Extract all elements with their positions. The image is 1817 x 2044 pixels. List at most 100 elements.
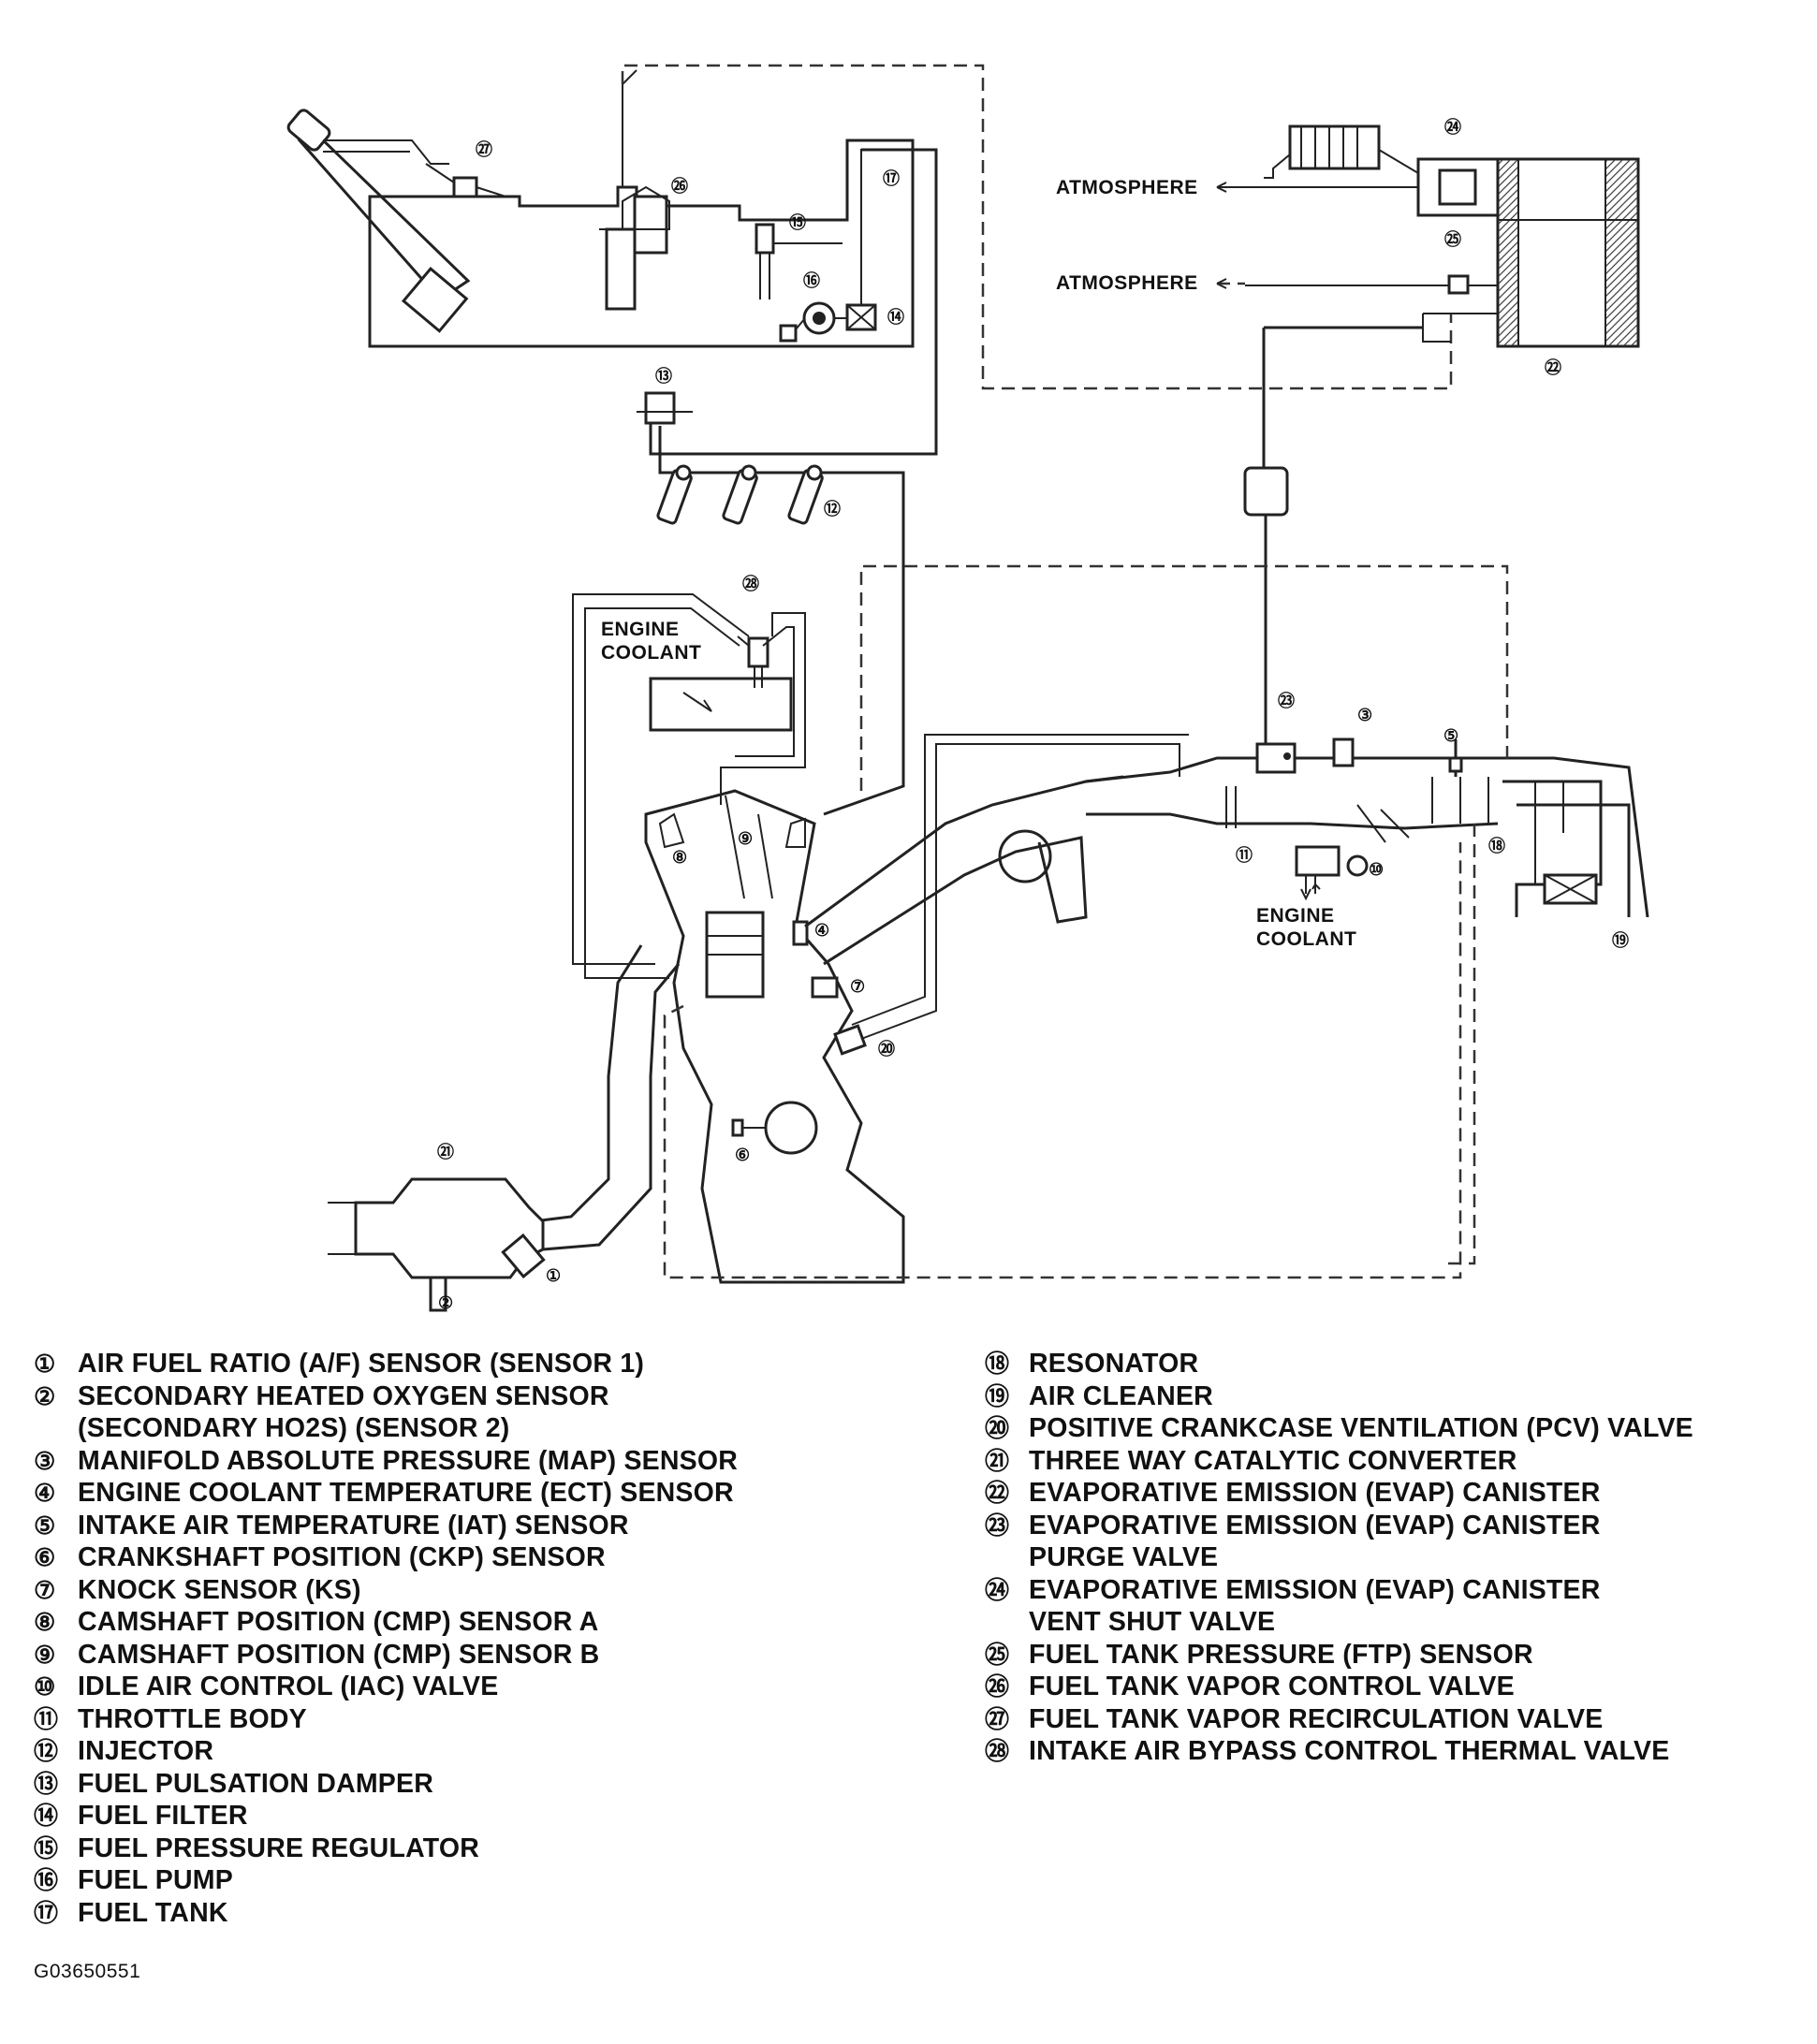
legend-number: ㉕ xyxy=(985,1640,1010,1669)
pcv-valve xyxy=(833,1024,867,1056)
legend-number: ① xyxy=(34,1350,56,1378)
callout-17: ⑰ xyxy=(883,168,900,188)
callout-27: ㉗ xyxy=(476,139,492,159)
legend-item: ⑦ KNOCK SENSOR (KS) xyxy=(34,1574,951,1607)
legend-text: THROTTLE BODY xyxy=(78,1703,307,1734)
fuel-pump xyxy=(779,301,836,343)
fuel-pulsation-damper xyxy=(637,391,693,425)
exhaust-pipe xyxy=(533,944,681,1251)
callout-2: ② xyxy=(438,1293,453,1312)
air-cleaner xyxy=(1543,873,1598,905)
legend-number: ⑲ xyxy=(985,1381,1010,1410)
legend-number: ⑩ xyxy=(34,1672,56,1701)
callout-16: ⑯ xyxy=(803,270,820,290)
evap-canister-purge-valve xyxy=(1255,742,1297,774)
engine-coolant-label: ENGINE xyxy=(1256,905,1335,927)
legend-number: ⑮ xyxy=(34,1833,59,1862)
three-way-catalytic-converter xyxy=(328,1177,545,1279)
intake-manifold xyxy=(804,756,1649,966)
legend-text: ENGINE COOLANT TEMPERATURE (ECT) SENSOR xyxy=(78,1478,734,1508)
legend-text: AIR FUEL RATIO (A/F) SENSOR (SENSOR 1) xyxy=(78,1349,645,1379)
callout-24: ㉔ xyxy=(1444,117,1461,137)
evap-canister xyxy=(1496,157,1640,348)
callout-19: ⑲ xyxy=(1612,930,1629,950)
legend-number: ⑦ xyxy=(34,1575,56,1604)
legend-number: ㉓ xyxy=(985,1511,1010,1540)
engine-coolant-label: ENGINE xyxy=(601,619,680,640)
legend-number: ③ xyxy=(34,1446,56,1475)
legend-number: ⑰ xyxy=(34,1898,59,1927)
callout-25: ㉕ xyxy=(1444,229,1461,249)
throttle-body xyxy=(1225,777,1489,843)
callout-3: ③ xyxy=(1357,706,1372,724)
legend-text: IDLE AIR CONTROL (IAC) VALVE xyxy=(78,1672,499,1701)
callout-5: ⑤ xyxy=(1443,726,1458,745)
legend-item: ⑳ POSITIVE CRANKCASE VENTILATION (PCV) VA… xyxy=(985,1412,1809,1445)
callout-26: ㉖ xyxy=(671,176,688,196)
legend-item: ⑯ FUEL PUMP xyxy=(34,1864,951,1897)
callout-11: ⑪ xyxy=(1236,845,1253,865)
engine-block xyxy=(644,789,905,1284)
legend-text: SECONDARY HEATED OXYGEN SENSOR (SECONDAR… xyxy=(78,1380,609,1444)
coolant-pipe xyxy=(649,677,793,732)
legend-number: ⑱ xyxy=(985,1350,1010,1378)
legend-text: FUEL TANK VAPOR RECIRCULATION VALVE xyxy=(1029,1703,1604,1734)
legend-text: CAMSHAFT POSITION (CMP) SENSOR B xyxy=(78,1639,600,1670)
callout-28: ㉘ xyxy=(742,574,759,593)
legend-item: ⑲ AIR CLEANER xyxy=(985,1380,1809,1413)
fuel-feed-line xyxy=(649,148,938,456)
fuel-pressure-regulator xyxy=(755,223,843,299)
callout-7: ⑦ xyxy=(850,977,865,996)
legend-text: AIR CLEANER xyxy=(1029,1380,1213,1411)
legend-text: INTAKE AIR BYPASS CONTROL THERMAL VALVE xyxy=(1029,1736,1670,1766)
legend-text: FUEL PUMP xyxy=(78,1865,233,1895)
legend-number: ⑫ xyxy=(34,1737,59,1765)
secondary-ho2s xyxy=(429,1276,447,1312)
purge-line xyxy=(1243,466,1289,744)
legend-item: ⑫ INJECTOR xyxy=(34,1735,951,1768)
legend-text: INTAKE AIR TEMPERATURE (IAT) SENSOR xyxy=(78,1510,629,1540)
legend-text: EVAPORATIVE EMISSION (EVAP) CANISTER xyxy=(1029,1478,1601,1508)
callout-9: ⑨ xyxy=(738,829,753,848)
callout-6: ⑥ xyxy=(735,1146,750,1164)
legend-number: ⑨ xyxy=(34,1640,56,1669)
canister-purge-outlet xyxy=(1262,313,1498,468)
legend-text: THREE WAY CATALYTIC CONVERTER xyxy=(1029,1445,1517,1476)
injectors xyxy=(656,464,824,525)
legend-text: INJECTOR xyxy=(78,1736,214,1766)
breather-hose xyxy=(851,734,1189,1040)
air-intake-line xyxy=(859,564,1509,791)
legend-text: POSITIVE CRANKCASE VENTILATION (PCV) VAL… xyxy=(1029,1413,1693,1443)
legend-number: ⑭ xyxy=(34,1802,59,1830)
legend-text: KNOCK SENSOR (KS) xyxy=(78,1574,361,1605)
legend-text: CRANKSHAFT POSITION (CKP) SENSOR xyxy=(78,1542,606,1572)
fuel-tank-vapor-control-valve xyxy=(599,69,670,311)
callout-15: ⑮ xyxy=(789,212,806,232)
legend-number: ㉖ xyxy=(985,1672,1010,1701)
crankcase-return-line xyxy=(663,842,1462,1279)
callout-4: ④ xyxy=(814,921,829,940)
fuel-tank-pressure-sensor xyxy=(1245,274,1498,295)
callout-22: ㉒ xyxy=(1545,358,1561,377)
legend-number: ⑳ xyxy=(985,1414,1010,1442)
atmosphere-label: ATMOSPHERE xyxy=(1056,272,1198,294)
legend-number: ⑬ xyxy=(34,1769,59,1798)
callout-14: ⑭ xyxy=(887,307,904,327)
engine-coolant-temperature-sensor xyxy=(792,920,809,946)
legend-item: ⑨ CAMSHAFT POSITION (CMP) SENSOR B xyxy=(34,1639,951,1672)
map-sensor xyxy=(1332,737,1355,767)
legend-text: FUEL PRESSURE REGULATOR xyxy=(78,1832,479,1863)
legend-item: ⑮ FUEL PRESSURE REGULATOR xyxy=(34,1832,951,1865)
legend-text: MANIFOLD ABSOLUTE PRESSURE (MAP) SENSOR xyxy=(78,1445,739,1476)
legend-number: ⑯ xyxy=(34,1866,59,1894)
atmosphere-label: ATMOSPHERE xyxy=(1056,177,1198,198)
